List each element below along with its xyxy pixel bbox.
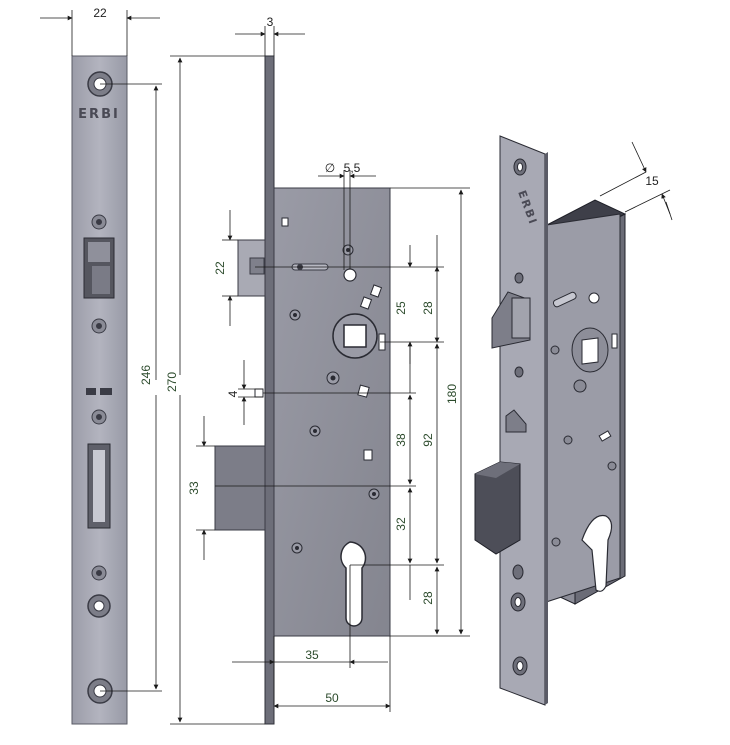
- dim-faceplate-width: 22: [93, 6, 107, 20]
- diameter-symbol: ∅: [325, 161, 335, 175]
- dim-28-top: 28: [421, 301, 435, 315]
- dim-38: 38: [394, 433, 408, 447]
- lock-isometric-view: ERBI: [474, 135, 673, 706]
- dim-faceplate-length: 270: [165, 372, 179, 392]
- brand-logo: ERBI: [78, 107, 120, 122]
- dim-28-bottom: 28: [421, 591, 435, 605]
- faceplate-screws: [91, 214, 107, 581]
- dim-pin-diameter: 5,5: [344, 161, 361, 175]
- cylinder-cutout: [340, 541, 367, 627]
- dim-92: 92: [421, 433, 435, 447]
- faceplate-front-view: ERBI 22: [40, 6, 162, 725]
- faceplate: [71, 55, 128, 725]
- dim-25: 25: [394, 301, 408, 315]
- case-screws: [289, 244, 380, 554]
- faceplate-edge: [264, 55, 275, 725]
- dim-iso-thickness: 15: [645, 174, 659, 188]
- dim-faceplate-thickness: 3: [267, 15, 274, 29]
- iso-cylinder-cutout: [581, 514, 613, 592]
- dim-bolt-height: 33: [187, 481, 201, 495]
- dim-case-depth: 50: [325, 691, 339, 705]
- dim-4: 4: [226, 390, 240, 397]
- lock-case: [273, 187, 391, 637]
- pin-hole: [343, 268, 357, 282]
- bolt-opening: [87, 443, 111, 529]
- latch-opening: [83, 237, 115, 299]
- dim-32: 32: [394, 517, 408, 531]
- dim-backset: 35: [305, 648, 319, 662]
- slot-mark: [86, 388, 96, 395]
- lock-side-view: 3 270 ∅ 5,5 22 4 33: [165, 15, 470, 725]
- dim-latch-height: 22: [213, 261, 227, 275]
- deadbolt: [214, 445, 266, 531]
- dim-hole-spacing: 246: [139, 365, 153, 385]
- dim-case-height: 180: [445, 384, 459, 404]
